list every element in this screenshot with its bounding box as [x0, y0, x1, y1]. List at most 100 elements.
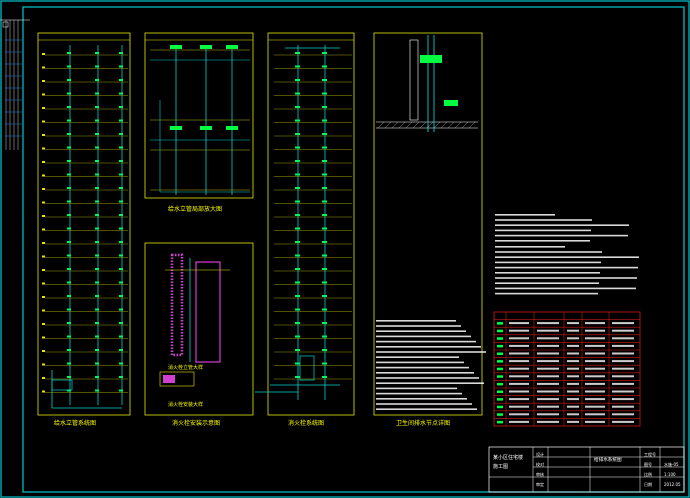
hydrant-node: [295, 187, 300, 189]
note-line: [495, 251, 602, 253]
legend-text: [612, 367, 634, 370]
note-line: [376, 387, 457, 390]
hydrant-node: [295, 133, 300, 135]
hydrant-node: [295, 349, 300, 351]
floor-tag: [42, 390, 45, 393]
floor-node: [95, 92, 99, 95]
legend-text: [509, 344, 529, 347]
floor-node: [67, 187, 71, 189]
floor-tag: [42, 323, 45, 325]
panel-border: [144, 242, 254, 416]
tb-project: 某小区住宅楼: [493, 455, 524, 461]
floor-node: [95, 187, 99, 189]
legend-text: [509, 352, 529, 355]
note-line: [495, 224, 629, 226]
hatch: [412, 121, 420, 129]
legend-symbol: [497, 398, 503, 401]
legend-text: [612, 420, 634, 423]
hydrant-node: [322, 335, 327, 338]
floor-node: [95, 349, 99, 351]
note-line: [495, 214, 555, 216]
note-line: [495, 219, 592, 221]
legend-symbol: [497, 322, 503, 325]
floor-node: [119, 200, 123, 203]
floor-tag: [42, 201, 45, 204]
hydrant-node: [322, 52, 327, 54]
legend-text: [509, 337, 529, 340]
floor-node: [95, 173, 99, 176]
hydrant-node: [322, 119, 327, 122]
floor-node: [119, 106, 123, 108]
floor-node: [67, 79, 71, 81]
floor-node: [67, 92, 71, 95]
floor-node: [119, 52, 123, 54]
tb-field-job: 工程号: [644, 452, 656, 457]
tb-stage: 施工图: [493, 464, 509, 470]
wall: [409, 39, 419, 121]
legend-text: [612, 405, 634, 408]
detail-box: [159, 371, 195, 387]
floor-node: [119, 214, 123, 216]
note-line: [376, 398, 467, 400]
valve-group: [170, 126, 182, 130]
hydrant-node: [322, 92, 327, 95]
floor-node: [95, 79, 99, 81]
legend-text: [585, 382, 605, 385]
floor-node: [67, 119, 71, 122]
floor-node: [119, 92, 123, 95]
legend-text: [509, 420, 529, 423]
legend-text: [537, 413, 559, 416]
legend-text: [585, 390, 605, 393]
floor-node: [95, 376, 99, 378]
note-line: [495, 287, 636, 290]
hatch: [398, 121, 406, 129]
legend-text: [585, 352, 605, 355]
floor-node: [95, 281, 99, 284]
note-line: [376, 366, 469, 369]
title-block-border: [488, 446, 685, 493]
legend-text: [509, 329, 529, 332]
pump-box: [299, 355, 315, 381]
tb-field-approve: 审定: [536, 482, 544, 487]
floor-node: [67, 106, 71, 108]
floor-node: [67, 295, 71, 297]
valve-group: [200, 126, 212, 130]
hatch: [419, 121, 427, 129]
floor-node: [67, 308, 71, 311]
note-line: [376, 382, 484, 384]
legend-text: [585, 375, 605, 378]
legend-text: [612, 413, 634, 416]
hydrant-node: [295, 362, 300, 365]
floor-node: [67, 52, 71, 54]
legend-text: [567, 337, 579, 340]
floor-tag: [42, 66, 45, 69]
legend-text: [585, 420, 605, 423]
floor-node: [67, 362, 71, 365]
hydrant-node: [322, 200, 327, 203]
floor-node: [95, 241, 99, 243]
panel-drainage-section: [373, 32, 483, 416]
floor-node: [95, 322, 99, 324]
hydrant-node: [295, 295, 300, 297]
legend-text: [537, 375, 559, 378]
legend-text: [567, 398, 579, 401]
legend-text: [585, 329, 605, 332]
floor-tag: [42, 228, 45, 231]
panel-border: [37, 32, 131, 416]
hydrant-node: [322, 187, 327, 189]
hydrant-node: [322, 227, 327, 230]
hydrant-node: [295, 214, 300, 216]
note-line: [495, 246, 565, 248]
detail-hatch: [163, 375, 175, 383]
hydrant-node: [322, 160, 327, 162]
fitting: [420, 55, 442, 63]
floor-tag: [42, 134, 45, 136]
hydrant-node: [295, 65, 300, 68]
panel-fire-hydrant-system: [255, 32, 355, 416]
hydrant-node: [322, 173, 327, 176]
note-line: [376, 346, 481, 348]
floor-tag: [42, 120, 45, 123]
legend-symbol: [497, 360, 503, 363]
legend-text: [567, 420, 579, 423]
floor-node: [95, 254, 99, 257]
